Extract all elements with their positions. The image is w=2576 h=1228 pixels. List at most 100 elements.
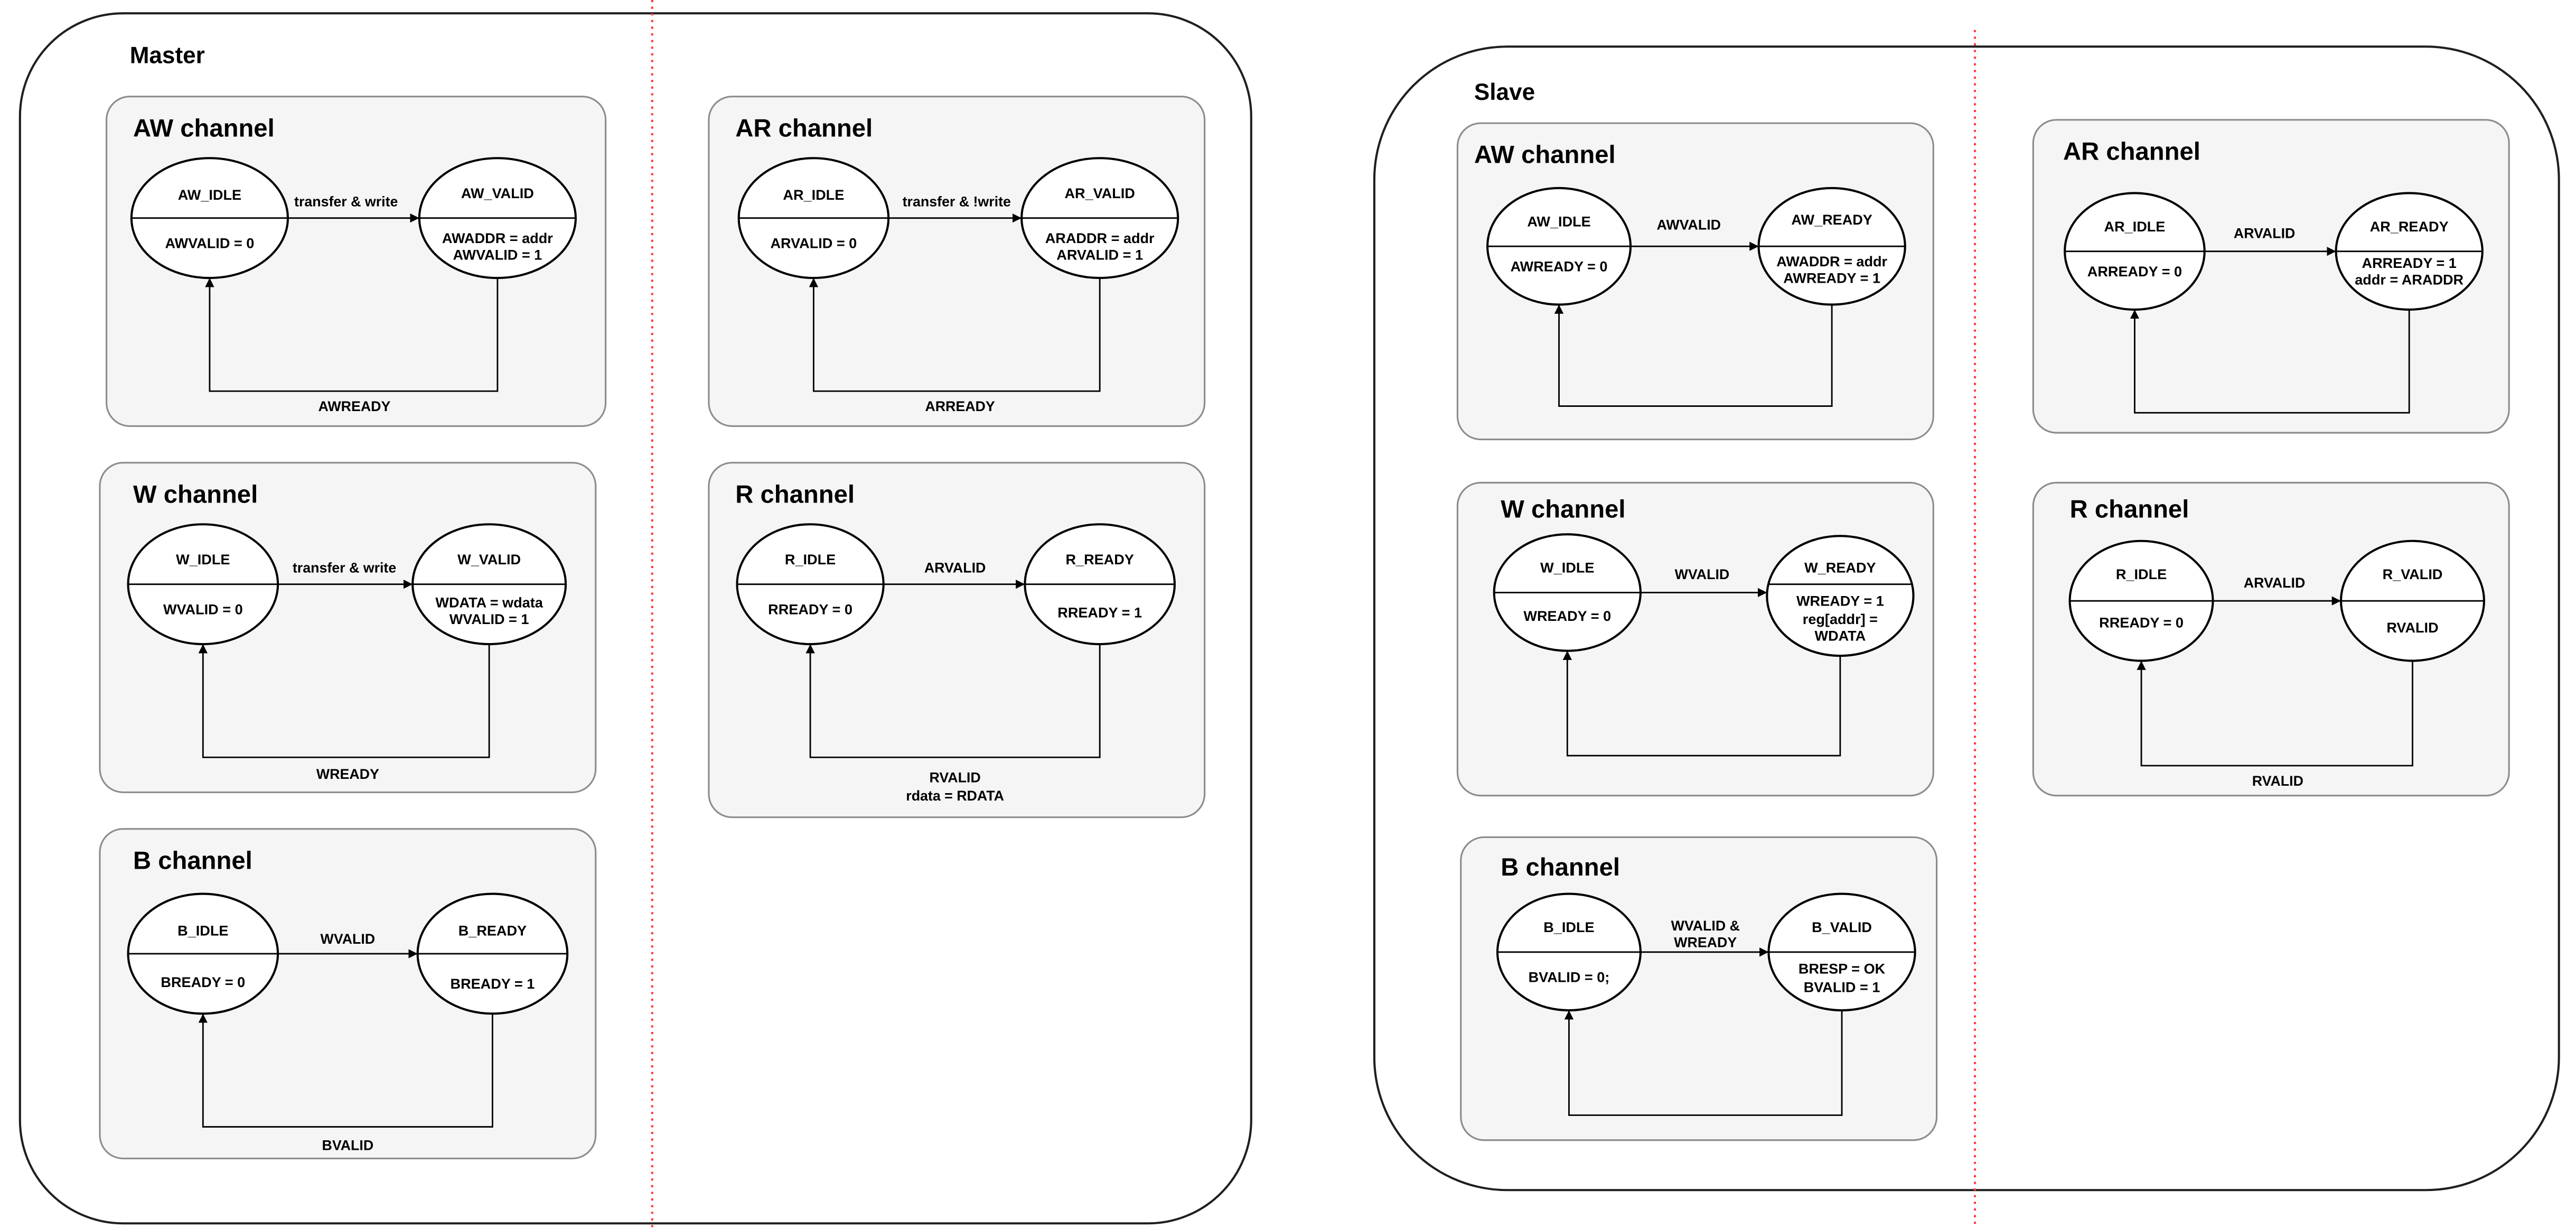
master-r-ready-name: R_READY	[1065, 551, 1134, 568]
master-w-title: W channel	[133, 480, 258, 508]
slave-r-forward-label: ARVALID	[2244, 575, 2306, 591]
master-label: Master	[130, 43, 205, 69]
slave-b-forward-label-2: WREADY	[1674, 934, 1737, 950]
master-ar-return-label: ARREADY	[925, 398, 995, 414]
slave-b-return-transition	[1564, 1010, 1843, 1116]
slave-r-title: R channel	[2070, 496, 2189, 524]
slave-w-ready-output-3: WDATA	[1815, 628, 1866, 644]
slave-aw-idle-name: AW_IDLE	[1527, 213, 1590, 229]
master-ar-valid-name: AR_VALID	[1064, 185, 1135, 201]
slave-aw-title: AW channel	[1474, 141, 1616, 169]
master-aw-idle-name: AW_IDLE	[178, 187, 241, 203]
slave-r-valid-name: R_VALID	[2383, 566, 2443, 582]
slave-b-idle-output: BVALID = 0;	[1529, 969, 1610, 985]
slave-b-channel: B channel B_IDLE BVALID = 0; B_VALID BRE…	[1460, 836, 1938, 1141]
master-b-idle-output: BREADY = 0	[161, 974, 245, 990]
master-w-channel: W channel W_IDLE WVALID = 0 W_VALID WDAT…	[99, 462, 597, 793]
master-r-channel: R channel R_IDLE RREADY = 0 R_READY RREA…	[708, 462, 1206, 818]
master-r-idle-name: R_IDLE	[785, 551, 836, 568]
slave-b-valid-name: B_VALID	[1812, 919, 1872, 935]
master-b-title: B channel	[133, 846, 252, 875]
master-r-return-label-2: rdata = RDATA	[906, 788, 1004, 804]
master-aw-title: AW channel	[133, 114, 275, 142]
master-r-return-label-1: RVALID	[930, 769, 981, 785]
slave-group: Slave AW channel AW_IDLE AWREADY = 0 AW_…	[1373, 30, 2560, 1228]
slave-aw-channel: AW channel AW_IDLE AWREADY = 0 AW_READY …	[1456, 122, 1934, 441]
slave-aw-ready-name: AW_READY	[1791, 211, 1872, 228]
slave-ar-ready-output-2: addr = ARADDR	[2355, 272, 2463, 288]
slave-w-ready-output-2: reg[addr] =	[1803, 611, 1878, 627]
slave-aw-return-transition	[1554, 304, 1833, 407]
master-ar-channel: AR channel AR_IDLE ARVALID = 0 AR_VALID …	[708, 96, 1206, 427]
master-b-forward-label: WVALID	[321, 931, 376, 947]
slave-w-forward-label: WVALID	[1675, 566, 1730, 582]
master-ar-idle-name: AR_IDLE	[783, 187, 844, 203]
slave-w-return-transition	[1562, 650, 1841, 757]
slave-ar-ready-output-1: ARREADY = 1	[2362, 255, 2457, 271]
slave-b-title: B channel	[1501, 853, 1620, 881]
slave-r-idle-output: RREADY = 0	[2099, 615, 2184, 631]
master-aw-return-transition	[205, 278, 499, 392]
master-group: Master AW channel AW_IDLE AWVALID = 0 AW…	[18, 0, 1252, 1228]
master-aw-valid-output-2: AWVALID = 1	[453, 246, 542, 263]
master-ar-forward-label: transfer & !write	[903, 194, 1011, 210]
master-frame	[18, 12, 1252, 1225]
slave-aw-idle-output: AWREADY = 0	[1511, 258, 1608, 274]
master-w-forward-label: transfer & write	[293, 560, 396, 576]
master-aw-forward-label: transfer & write	[294, 194, 398, 210]
master-b-ready-output: BREADY = 1	[451, 975, 535, 992]
master-b-ready-name: B_READY	[458, 922, 527, 938]
slave-r-channel: R channel R_IDLE RREADY = 0 R_VALID RVAL…	[2032, 481, 2510, 797]
master-aw-return-label: AWREADY	[319, 398, 391, 414]
slave-label: Slave	[1474, 79, 1535, 105]
master-aw-valid-name: AW_VALID	[461, 185, 534, 201]
slave-ar-return-transition	[2130, 309, 2410, 414]
master-w-valid-output-2: WVALID = 1	[449, 611, 529, 627]
master-ar-idle-output: ARVALID = 0	[770, 235, 857, 251]
master-w-idle-output: WVALID = 0	[163, 601, 243, 617]
slave-ar-ready-name: AR_READY	[2370, 218, 2449, 235]
slave-aw-ready-output-1: AWADDR = addr	[1776, 253, 1887, 269]
slave-aw-ready-output-2: AWREADY = 1	[1783, 269, 1880, 286]
slave-b-valid-output-1: BRESP = OK	[1798, 961, 1886, 977]
master-r-return-transition	[805, 644, 1101, 758]
master-w-valid-output-1: WDATA = wdata	[435, 594, 543, 611]
master-aw-channel: AW channel AW_IDLE AWVALID = 0 AW_VALID …	[106, 96, 607, 427]
master-w-return-transition	[198, 644, 490, 758]
master-r-title: R channel	[735, 480, 855, 508]
slave-b-valid-output-2: BVALID = 1	[1804, 979, 1880, 995]
master-b-return-transition	[198, 1013, 493, 1128]
master-ar-title: AR channel	[735, 114, 873, 142]
slave-ar-idle-name: AR_IDLE	[2104, 218, 2166, 235]
master-ar-valid-output-1: ARADDR = addr	[1045, 230, 1155, 246]
master-r-ready-output: RREADY = 1	[1057, 604, 1142, 621]
slave-w-ready-output-1: WREADY = 1	[1796, 593, 1884, 609]
slave-ar-idle-output: ARREADY = 0	[2087, 263, 2182, 280]
slave-w-title: W channel	[1501, 496, 1625, 524]
master-ar-return-transition	[809, 278, 1101, 392]
master-w-idle-name: W_IDLE	[176, 551, 230, 568]
slave-w-idle-output: WREADY = 0	[1523, 608, 1611, 624]
master-w-valid-name: W_VALID	[457, 551, 521, 568]
slave-w-ready-name: W_READY	[1804, 560, 1876, 576]
master-b-return-label: BVALID	[322, 1138, 374, 1153]
slave-ar-channel: AR channel AR_IDLE ARREADY = 0 AR_READY …	[2032, 119, 2510, 434]
slave-aw-forward-label: AWVALID	[1657, 217, 1721, 233]
slave-ar-forward-label: ARVALID	[2234, 225, 2296, 241]
slave-ar-title: AR channel	[2063, 137, 2200, 165]
master-aw-valid-output-1: AWADDR = addr	[442, 230, 553, 246]
slave-r-valid-output: RVALID	[2386, 619, 2438, 636]
slave-w-channel: W channel W_IDLE WREADY = 0 W_READY WREA…	[1456, 481, 1934, 797]
master-b-channel: B channel B_IDLE BREADY = 0 B_READY BREA…	[99, 828, 597, 1159]
slave-r-idle-name: R_IDLE	[2116, 566, 2167, 582]
slave-r-return-transition	[2137, 660, 2413, 767]
slave-frame	[1373, 45, 2560, 1192]
slave-b-forward-label-1: WVALID &	[1671, 918, 1740, 934]
slave-w-idle-name: W_IDLE	[1540, 560, 1594, 576]
master-aw-idle-output: AWVALID = 0	[165, 235, 255, 251]
master-r-idle-output: RREADY = 0	[768, 601, 853, 617]
master-b-idle-name: B_IDLE	[177, 922, 228, 938]
slave-r-return-label: RVALID	[2252, 773, 2303, 789]
master-ar-valid-output-2: ARVALID = 1	[1056, 246, 1143, 263]
